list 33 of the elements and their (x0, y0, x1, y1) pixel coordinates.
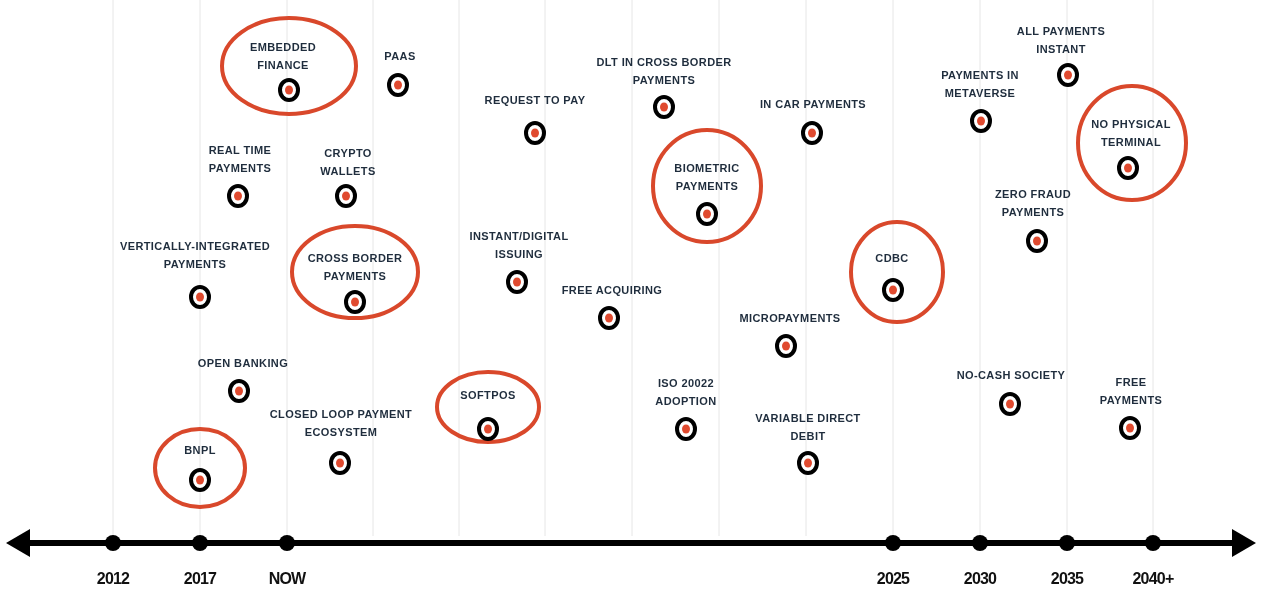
year-label: NOW (268, 570, 306, 588)
timeline-item-label: REAL TIME PAYMENTS (207, 143, 273, 176)
timeline-item-label: ISO 20022 ADOPTION (654, 376, 718, 409)
timeline-item-label: REQUEST TO PAY (484, 93, 586, 108)
timeline-item-label: INSTANT/DIGITAL ISSUING (468, 229, 570, 262)
timeline-item-label: NO PHYSICAL TERMINAL (1090, 117, 1172, 150)
timeline-item-label: CDBC (875, 251, 909, 266)
year-label: 2040+ (1132, 570, 1174, 588)
timeline-item-label: VARIABLE DIRECT DEBIT (754, 411, 862, 444)
timeline-item-label: BNPL (184, 443, 216, 458)
year-label: 2017 (183, 570, 217, 588)
timeline-item-label: DLT IN CROSS BORDER PAYMENTS (595, 55, 733, 88)
year-label: 2012 (96, 570, 130, 588)
timeline-item-label: FREE ACQUIRING (561, 283, 663, 298)
timeline-item-label: IN CAR PAYMENTS (759, 97, 867, 112)
timeline-item-label: EMBEDDED FINANCE (248, 40, 318, 73)
timeline-item-label: ALL PAYMENTS INSTANT (1015, 24, 1107, 57)
timeline-item-label: CLOSED LOOP PAYMENT ECOSYSTEM (268, 407, 414, 440)
year-label: 2025 (876, 570, 910, 588)
timeline-item-label: CRYPTO WALLETS (319, 146, 377, 179)
timeline-item-label: VERTICALLY-INTEGRATED PAYMENTS (118, 239, 272, 272)
timeline-item-label: BIOMETRIC PAYMENTS (673, 161, 741, 194)
timeline-item-label: ZERO FRAUD PAYMENTS (993, 187, 1073, 220)
timeline-item-label: CROSS BORDER PAYMENTS (306, 251, 404, 284)
timeline-item-label: SOFTPOS (460, 388, 516, 403)
timeline-item-label: FREE PAYMENTS (1098, 375, 1164, 408)
year-label: 2030 (963, 570, 997, 588)
year-label: 2035 (1050, 570, 1084, 588)
timeline-item-label: PAYMENTS IN METAVERSE (940, 68, 1020, 101)
timeline-item-label: OPEN BANKING (197, 356, 289, 371)
timeline-item-label: MICROPAYMENTS (739, 311, 841, 326)
timeline-item-label: NO-CASH SOCIETY (956, 368, 1066, 383)
timeline-item-label: PAAS (384, 49, 416, 64)
